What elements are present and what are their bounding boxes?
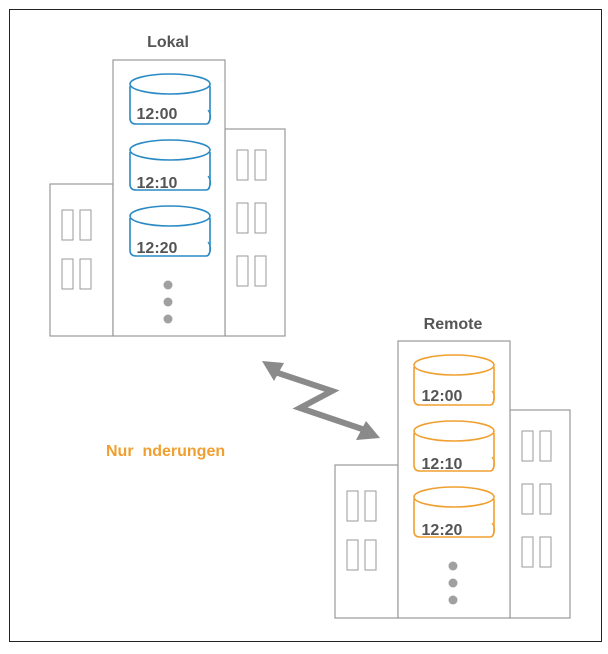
sync-arrowhead-end [356,421,380,440]
remote-site: Remote 12:00 12:10 [334,316,571,619]
sync-link: Nur nderungen [106,361,380,460]
remote-snapshot-label-1: 12:00 [422,388,463,405]
remote-more-dots [448,561,458,605]
local-label: Lokal [147,34,189,51]
remote-windows-right [521,430,552,568]
remote-snapshot: 12:20 [413,486,496,539]
remote-snapshot: 12:00 [413,354,496,406]
remote-windows-left [346,490,377,571]
remote-label: Remote [424,316,483,333]
local-windows-left [61,209,92,290]
local-snapshot-label-3: 12:20 [137,240,178,257]
remote-building-left [334,464,399,619]
remote-snapshot-label-3: 12:20 [422,522,463,539]
local-snapshot: 12:20 [129,205,212,257]
local-snapshot-label-2: 12:10 [137,175,178,192]
local-building-left [49,183,114,337]
sync-arrow-line [274,369,366,433]
remote-snapshot-label-2: 12:10 [422,456,463,473]
local-snapshot: 12:10 [129,139,212,192]
local-snapshot: 12:00 [129,73,212,125]
remote-snapshot: 12:10 [413,420,496,473]
local-site: Lokal 12:00 12:10 [49,34,286,337]
local-snapshot-label-1: 12:00 [137,106,178,123]
sync-arrowhead-start [262,361,284,381]
frame-border [9,9,602,642]
link-label: Nur nderungen [106,443,225,460]
local-more-dots [163,280,173,324]
local-windows-right [236,149,267,287]
